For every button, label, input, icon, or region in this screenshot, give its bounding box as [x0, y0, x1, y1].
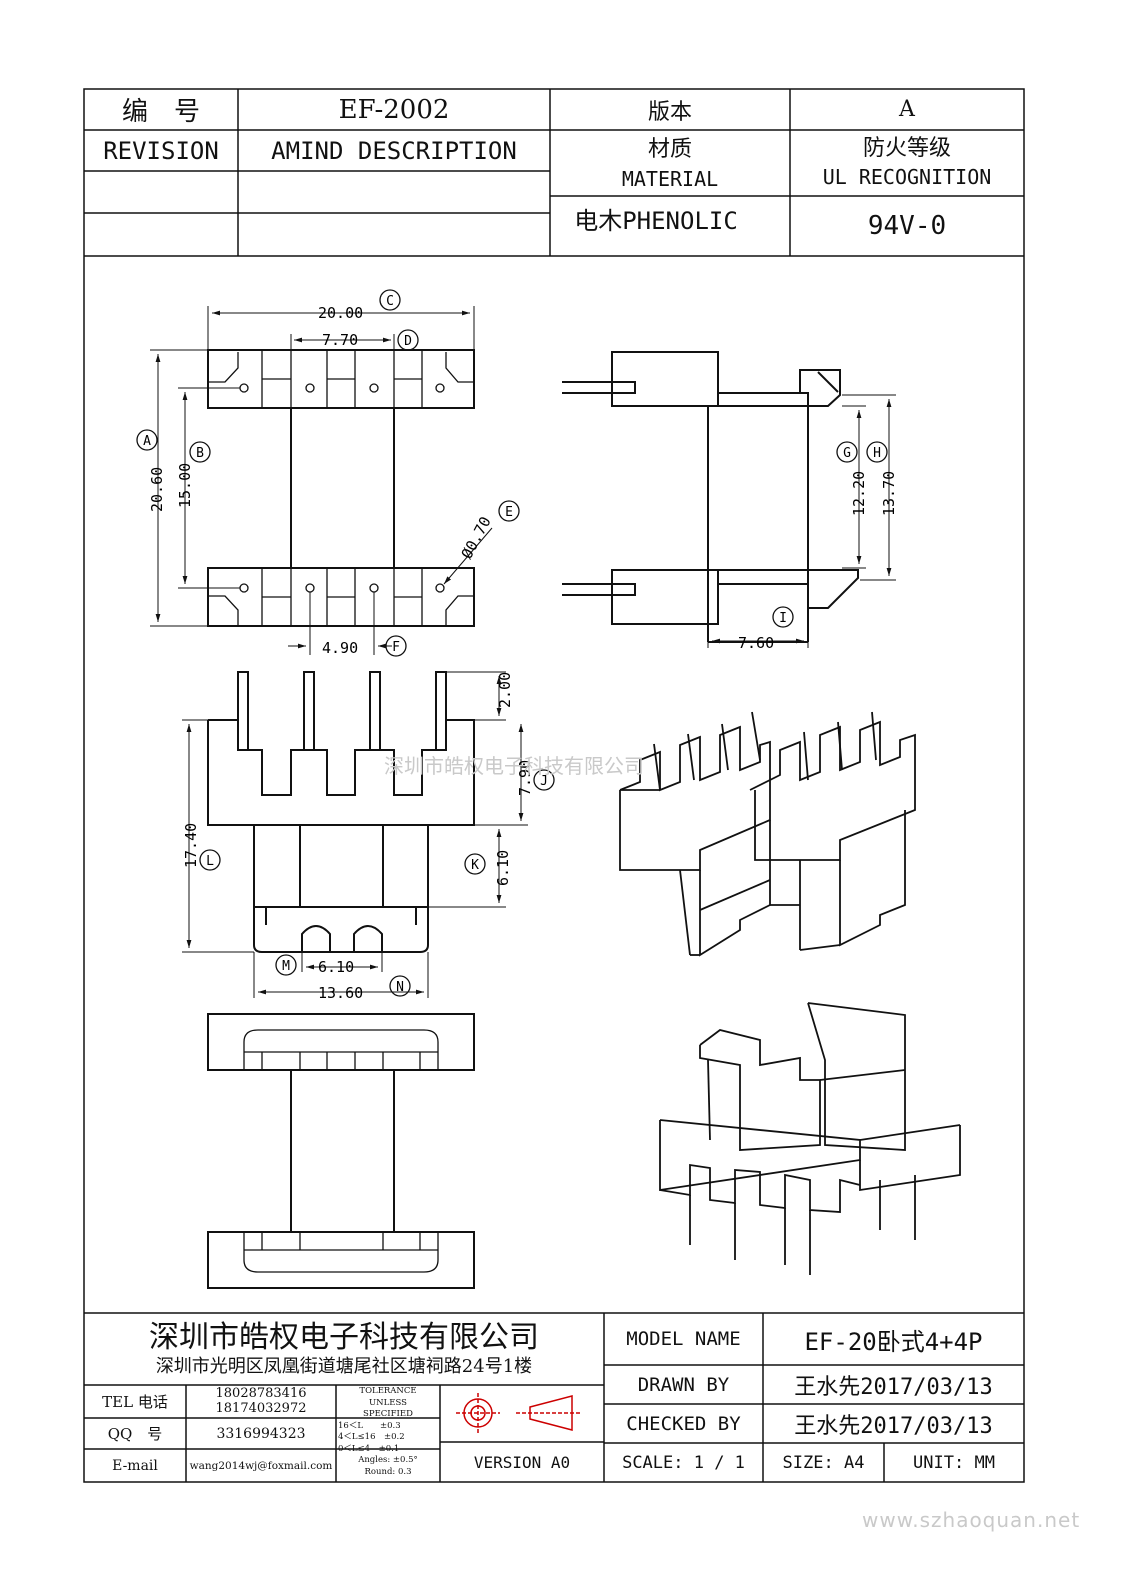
size-label: SIZE: A4	[782, 1452, 865, 1473]
qq-label: QQ 号	[107, 1425, 163, 1443]
svg-text:I: I	[779, 611, 787, 626]
model-name-value: EF-20卧式4+4P	[804, 1327, 983, 1356]
tolerance-title: TOLERANCE	[359, 1386, 417, 1396]
email-label: E-mail	[112, 1457, 158, 1474]
dim-n: 13.60	[318, 984, 363, 1002]
fire-rating-value: 94V-0	[867, 211, 947, 241]
label-number: 编 号	[121, 97, 200, 127]
unit-label: UNIT: MM	[913, 1452, 995, 1473]
label-version: 版本	[647, 99, 692, 125]
dim-g: 12.20	[850, 471, 868, 516]
dim-l: 17.40	[182, 823, 200, 868]
part-number: EF-2002	[338, 94, 450, 125]
side-view	[562, 351, 859, 643]
label-fire-cn: 防火等级	[862, 136, 951, 161]
svg-text:J: J	[540, 774, 548, 789]
drawn-by-value: 王水先2017/03/13	[794, 1374, 993, 1400]
company-name: 深圳市皓权电子科技有限公司	[149, 1320, 539, 1355]
version-label: VERSION A0	[473, 1452, 571, 1472]
dim-m: 6.10	[318, 958, 354, 976]
dim-h: 13.70	[880, 471, 898, 516]
company-address: 深圳市光明区凤凰街道塘尾社区塘祠路24号1楼	[155, 1356, 533, 1377]
dimension-markers	[136, 289, 888, 997]
tel-numbers: 18028783416 18174032972	[186, 1386, 336, 1416]
email-value: wang2014wj@foxmail.com	[189, 1459, 333, 1472]
isometric-view-top	[619, 711, 916, 957]
svg-text:H: H	[873, 446, 881, 461]
projection-symbol-icon	[456, 1393, 582, 1433]
dim-e-diameter: Ø0.70	[458, 514, 495, 562]
svg-text:A: A	[143, 434, 151, 449]
dim-f: 4.90	[322, 639, 358, 657]
bottom-view	[207, 1013, 475, 1289]
svg-text:K: K	[471, 858, 479, 873]
front-view	[207, 671, 475, 953]
qq-value: 3316994323	[216, 1425, 306, 1442]
top-view	[207, 349, 475, 627]
side-view-dimensions	[707, 394, 896, 648]
model-name-label: MODEL NAME	[626, 1328, 741, 1350]
dim-a: 20.60	[148, 467, 166, 512]
svg-text:F: F	[392, 640, 400, 655]
front-view-dimensions	[182, 671, 528, 998]
label-material-en: MATERIAL	[621, 167, 719, 191]
tolerance-row: 0＜L≤4 ±0.1	[338, 1443, 400, 1454]
watermark-center: 深圳市皓权电子科技有限公司	[384, 754, 644, 778]
label-amind-description: AMIND DESCRIPTION	[271, 136, 517, 165]
tel-label: TEL 电话	[102, 1393, 168, 1411]
dim-top-pin: 2.00	[496, 672, 514, 708]
tolerance-specified: SPECIFIED	[363, 1409, 413, 1419]
marker-letters: A B C D E F G H I J K L M N	[143, 294, 881, 995]
label-fire-en: UL RECOGNITION	[822, 165, 992, 189]
svg-text:M: M	[282, 959, 290, 974]
isometric-view-bottom	[659, 1002, 961, 1275]
tolerance-angles: Angles: ±0.5°	[358, 1455, 418, 1465]
tolerance-table: TOLERANCE UNLESS SPECIFIED 16＜L ±0.3 4＜L…	[338, 1386, 438, 1478]
label-revision: REVISION	[103, 136, 219, 165]
dim-b: 15.00	[176, 463, 194, 508]
tel-number-1: 18028783416	[215, 1386, 307, 1401]
svg-text:D: D	[404, 334, 412, 349]
svg-text:N: N	[396, 980, 404, 995]
svg-text:L: L	[206, 854, 214, 869]
svg-text:C: C	[386, 294, 394, 309]
tolerance-round: Round: 0.3	[364, 1466, 412, 1477]
watermark-footer: www.szhaoquan.net	[862, 1508, 1081, 1532]
label-material-cn: 材质	[647, 137, 692, 162]
dim-j: 7.90	[516, 760, 534, 796]
dim-k: 6.10	[494, 850, 512, 886]
checked-by-label: CHECKED BY	[626, 1412, 741, 1435]
dim-i: 7.60	[738, 634, 774, 652]
drawn-by-label: DRAWN BY	[637, 1373, 730, 1396]
tolerance-row: 16＜L ±0.3	[338, 1420, 401, 1431]
checked-by-value: 王水先2017/03/13	[794, 1413, 993, 1439]
top-view-dimensions	[150, 306, 493, 655]
version-value: A	[899, 97, 915, 122]
material-value: 电木PHENOLIC	[574, 206, 738, 235]
scale-label: SCALE: 1 / 1	[622, 1452, 745, 1473]
svg-text:B: B	[196, 446, 204, 461]
svg-text:E: E	[505, 505, 513, 520]
tel-number-2: 18174032972	[215, 1401, 307, 1416]
dim-c: 20.00	[318, 304, 363, 322]
svg-text:G: G	[843, 446, 851, 461]
dim-d: 7.70	[322, 331, 358, 349]
tolerance-row: 4＜L≤16 ±0.2	[338, 1432, 405, 1442]
tolerance-unless: UNLESS	[369, 1397, 407, 1408]
